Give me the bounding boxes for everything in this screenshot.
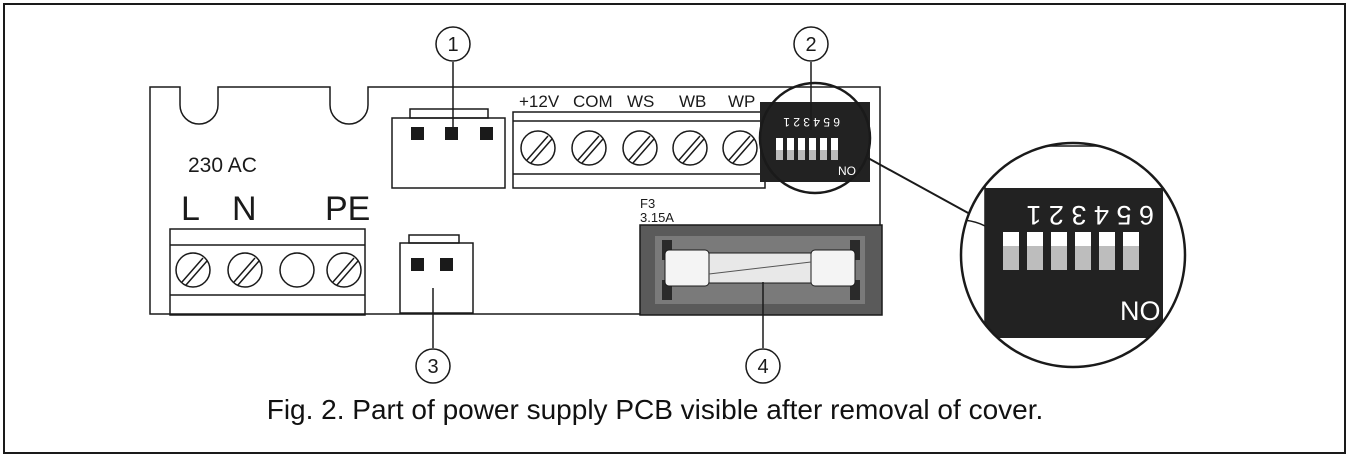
- dip-zoom-no-label: NO: [1120, 296, 1161, 326]
- screw-12v: [520, 130, 556, 166]
- callout-1: 1: [435, 26, 471, 128]
- screw-pe: [326, 252, 362, 288]
- dip-switch-zoom: 6 5 4 3 2 1 NO: [961, 143, 1185, 367]
- glass-fuse: [664, 249, 856, 287]
- screw-wb: [672, 130, 708, 166]
- two-pin-connector: [399, 234, 474, 314]
- three-pin-connector: [391, 108, 506, 189]
- terminal-label-12v: +12V: [519, 92, 560, 111]
- svg-text:6 5 4 3 2 1: 6 5 4 3 2 1: [1026, 200, 1154, 230]
- screw-wp: [722, 130, 758, 166]
- empty-terminal: [279, 252, 315, 288]
- terminal-label-com: COM: [573, 92, 613, 111]
- screw-com: [571, 130, 607, 166]
- terminal-label-ws: WS: [627, 92, 654, 111]
- svg-text:2: 2: [805, 34, 816, 56]
- fuse-ref-label: F3: [640, 196, 655, 211]
- callout-2: 2: [793, 26, 829, 130]
- svg-text:1: 1: [447, 34, 458, 56]
- dip-switch-small: 6 5 4 3 2 1 NO: [760, 102, 870, 182]
- pcb-outline: [149, 86, 881, 315]
- callout-3: 3: [415, 288, 451, 384]
- dip-levers-zoom: [1003, 232, 1139, 270]
- terminal-label-l: L: [181, 190, 200, 228]
- terminal-label-wb: WB: [679, 92, 706, 111]
- dip-zoom-ring: [959, 141, 1187, 369]
- dip-small-no-label: NO: [838, 164, 856, 178]
- screw-n: [227, 252, 263, 288]
- dip-zoom-source-ring: [758, 81, 872, 195]
- svg-text:4: 4: [757, 356, 768, 378]
- svg-text:3: 3: [427, 356, 438, 378]
- fuse-rating-label: 3.15A: [640, 210, 674, 225]
- screw-ws: [622, 130, 658, 166]
- dip-levers-small: [776, 138, 838, 160]
- mains-terminal-block: [169, 228, 366, 316]
- terminal-label-n: N: [232, 190, 257, 228]
- terminal-label-wp: WP: [728, 92, 755, 111]
- terminal-label-pe: PE: [325, 190, 370, 228]
- voltage-label: 230 AC: [188, 154, 257, 177]
- signal-terminal-block: [512, 111, 766, 189]
- callout-4: 4: [745, 282, 781, 384]
- figure-caption: Fig. 2. Part of power supply PCB visible…: [267, 394, 1044, 425]
- screw-l: [175, 252, 211, 288]
